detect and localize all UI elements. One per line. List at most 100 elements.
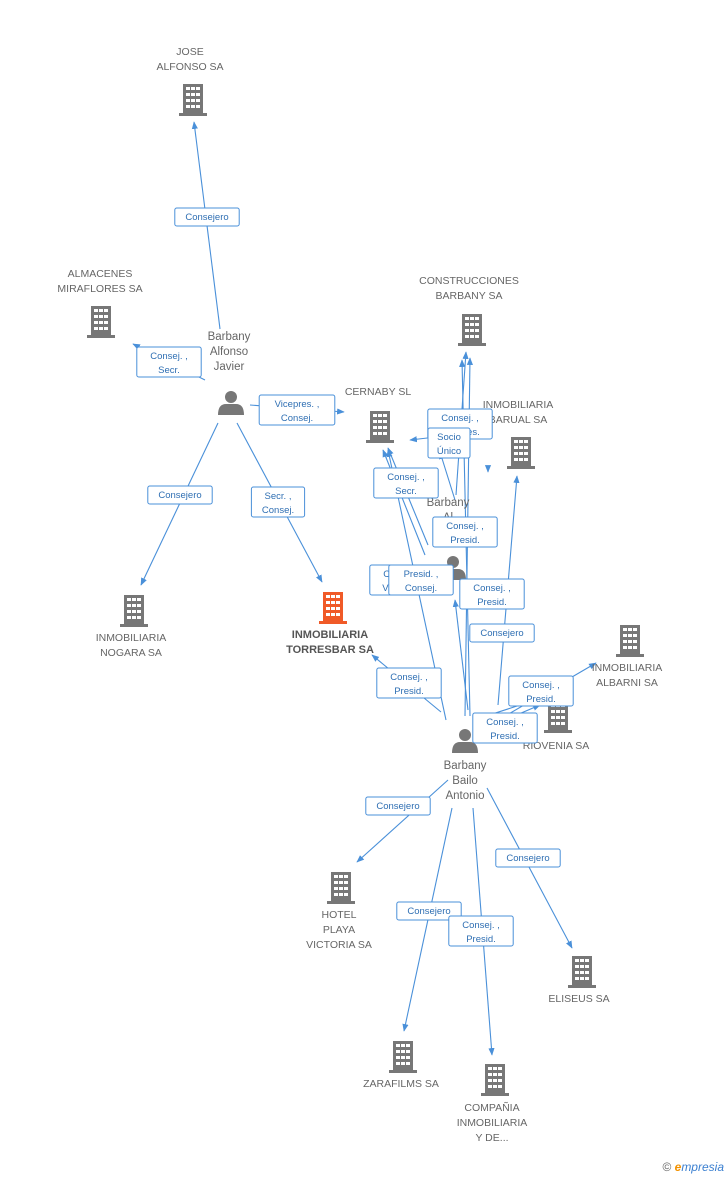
role-box[interactable]: Consejero <box>495 848 561 868</box>
role-label: Consej. <box>405 583 437 594</box>
role-box[interactable]: Consejero <box>396 901 462 921</box>
company-node[interactable]: INMOBILIARIA NOGARA SA <box>96 595 167 659</box>
company-name: INMOBILIARIA <box>457 1117 528 1129</box>
building-icon <box>507 437 535 469</box>
company-name: INMOBILIARIA <box>292 629 368 641</box>
building-icon <box>87 306 115 338</box>
company-name: INMOBILIARIA <box>96 632 167 644</box>
empresia-logo: © empresia <box>662 1160 724 1174</box>
role-label: Presid. <box>466 934 496 945</box>
edge-line <box>382 449 426 556</box>
company-name: NOGARA SA <box>100 647 162 659</box>
company-node[interactable]: INMOBILIARIA BARUAL SA <box>483 399 554 469</box>
building-icon <box>389 1041 417 1073</box>
company-node[interactable]: CERNABY SL <box>345 386 411 443</box>
company-name: CERNABY SL <box>345 386 411 398</box>
company-name: MIRAFLORES SA <box>57 283 142 295</box>
company-name: HOTEL <box>321 909 356 921</box>
role-box[interactable]: Consejero <box>365 796 431 816</box>
role-box[interactable]: Secr. , Consej. <box>250 486 306 518</box>
role-label: Consej. <box>262 505 294 516</box>
role-box[interactable]: Consej. , Secr. <box>373 467 439 499</box>
company-name: INMOBILIARIA <box>483 399 554 411</box>
person-name: Antonio <box>445 790 484 802</box>
role-label: Consejero <box>407 906 450 917</box>
role-box[interactable]: Consej. ,Presid. <box>376 667 442 699</box>
role-label: Consej. <box>281 413 313 424</box>
building-icon <box>458 314 486 346</box>
company-node[interactable]: INMOBILIARIA ALBARNI SA <box>592 625 663 689</box>
role-box[interactable]: Vicepres. , Consej. <box>258 394 336 426</box>
building-icon <box>179 84 207 116</box>
role-label: Secr. <box>395 486 417 497</box>
role-label: Secr. , <box>265 491 292 502</box>
edge-line <box>486 787 573 949</box>
company-node[interactable]: ELISEUS SA <box>548 956 610 1005</box>
building-icon <box>319 592 347 624</box>
company-name: ELISEUS SA <box>548 993 609 1005</box>
company-name: TORRESBAR SA <box>286 644 374 656</box>
role-box[interactable]: Consej. , Presid. <box>432 516 498 548</box>
company-name: ALMACENES <box>68 268 133 280</box>
role-box[interactable]: Consejero <box>174 207 240 227</box>
role-label: Socio <box>437 432 461 443</box>
role-label: Consej. , <box>473 583 511 594</box>
role-label: Consej. , <box>462 920 500 931</box>
role-box[interactable]: Consej. , Presid. <box>472 712 538 744</box>
role-label: Consej. , <box>486 717 524 728</box>
role-label: Consej. , <box>522 680 560 691</box>
company-name: BARUAL SA <box>489 414 548 426</box>
role-label: Consejero <box>506 853 549 864</box>
role-label: Consej. , <box>446 521 484 532</box>
company-node[interactable]: ALMACENES MIRAFLORES SA <box>57 268 143 338</box>
company-name: CONSTRUCCIONES <box>419 275 519 287</box>
role-label: Vicepres. , <box>275 399 320 410</box>
company-node[interactable]: RIOVENIA SA <box>523 701 590 752</box>
role-label: Consejero <box>376 801 419 812</box>
role-label: Presid. <box>490 731 520 742</box>
building-icon <box>568 956 596 988</box>
role-box[interactable]: Consej. , Presid. <box>459 578 525 610</box>
company-name: ZARAFILMS SA <box>363 1078 439 1090</box>
role-label: Presid. <box>450 535 480 546</box>
role-label: Presid. <box>477 597 507 608</box>
role-box[interactable]: Consejero <box>147 485 213 505</box>
company-node[interactable]: INMOBILIARIA TORRESBAR SA <box>286 592 374 656</box>
person-name: Barbany <box>444 760 487 772</box>
person-name: Javier <box>214 361 245 373</box>
person-name: Barbany <box>427 497 470 509</box>
company-name: Y DE... <box>475 1132 508 1144</box>
company-name: INMOBILIARIA <box>592 662 663 674</box>
edge-line <box>356 779 449 863</box>
building-icon <box>616 625 644 657</box>
role-box[interactable]: Consejero <box>469 623 535 643</box>
company-name: VICTORIA SA <box>306 939 372 951</box>
role-label: Consej. , <box>150 351 188 362</box>
person-icon <box>218 391 244 415</box>
company-node[interactable]: COMPAÑIA INMOBILIARIA Y DE... <box>457 1064 528 1144</box>
role-label: Consej. , <box>441 413 479 424</box>
building-icon <box>120 595 148 627</box>
person-name: Alfonso <box>210 346 248 358</box>
role-box[interactable]: Consej. , Presid. <box>448 915 514 947</box>
company-name: COMPAÑIA <box>464 1101 519 1114</box>
role-label: Consejero <box>185 212 228 223</box>
role-box[interactable]: Presid. , Consej. <box>388 564 454 596</box>
role-label: Presid. , <box>404 569 439 580</box>
role-label: Consej. , <box>387 472 425 483</box>
role-box[interactable]: Consej. ,Secr. <box>136 346 202 378</box>
building-icon <box>327 872 355 904</box>
building-icon <box>481 1064 509 1096</box>
company-name: ALBARNI SA <box>596 677 658 689</box>
role-box[interactable]: Consej. ,Presid. <box>508 675 574 707</box>
company-node[interactable]: ZARAFILMS SA <box>363 1041 439 1090</box>
building-icon <box>366 411 394 443</box>
role-label: Consejero <box>158 490 201 501</box>
